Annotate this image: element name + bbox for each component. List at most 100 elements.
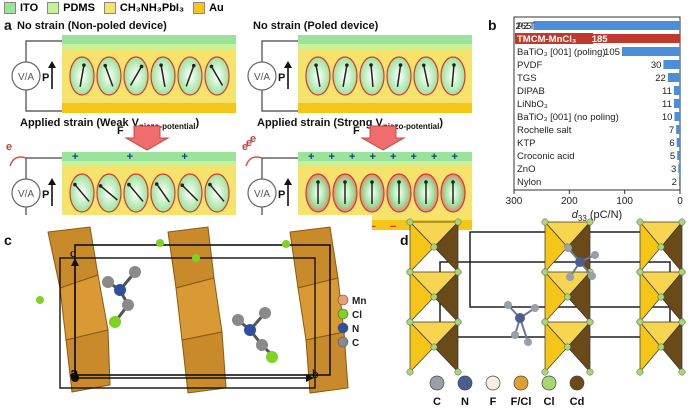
dipole-arrow [104,65,114,87]
negative-charge: − [431,221,437,233]
ligand-atom [541,318,549,326]
legend-atom [337,294,349,306]
octahedron-face [544,271,568,323]
dipole [69,56,95,96]
dipole [386,173,412,213]
ligand-atom [678,318,686,326]
octahedron-face [409,221,435,273]
value-label: 7 [669,125,674,136]
panel-a-letter: a [4,17,12,33]
p-label: P [42,72,49,84]
negative-charge: − [181,221,187,233]
bar [621,47,680,56]
circuit-wire [261,157,298,229]
bar [678,177,680,186]
bar [577,34,680,43]
ligand-atom [657,243,665,251]
dipole-arrow [209,184,225,202]
dipole [440,56,466,96]
legend-atom-label: F [490,396,497,408]
category-label: PVDF [517,60,543,71]
ligand-atom [678,368,686,376]
ligand-atom [430,343,438,351]
dipole-arrow [185,65,195,87]
ligand-atom [586,318,594,326]
octahedron-face [544,221,568,273]
dipole-arrow [181,184,199,202]
electron-label: e [6,141,12,153]
ligand-atom [678,318,686,326]
bar [676,125,680,134]
au-layer [298,220,472,230]
caption-top-left: No strain (Non-poled device) [17,20,167,32]
au-layer [62,103,236,113]
positive-charge: + [431,151,437,163]
arrow-tip [316,180,320,184]
arrow-tip [451,180,455,184]
ligand-atom [406,268,414,276]
arrowhead [48,61,56,68]
negative-charge: − [370,221,376,233]
octahedron-face [567,221,591,273]
bar [678,164,680,173]
ligand-atom [541,368,549,376]
arrow-tip [127,182,131,187]
material-legend: ITO PDMS CH₃NH₃PbI₃ Au [4,2,224,14]
electron-label: e [242,141,248,153]
arrow-tip [180,183,185,188]
ligand-atom [406,318,414,326]
ligand-atom [454,268,462,276]
ito-layer [298,152,472,161]
positive-charge: + [308,151,314,163]
arrow-tip [82,63,86,67]
positive-charge: + [329,151,335,163]
dipole [332,173,358,213]
dipole-arrow [79,65,85,87]
perovskite-swatch [103,2,116,14]
meter-circle [247,178,277,208]
value-label: 6 [669,138,674,149]
dipole-arrow [128,184,144,202]
arrow-tip [345,63,349,67]
ligand-atom [636,318,644,326]
octahedron-face [639,271,662,323]
perovskite-layer [62,166,236,220]
value-label: 105 [604,47,620,58]
dipole-arrow [315,65,321,87]
dipole [413,173,439,213]
legend-atom-label: F/Cl [511,396,532,408]
dipole [332,56,358,96]
category-label: Croconic acid [517,151,575,162]
legend-atom-label: Cd [570,396,585,408]
legend-atom-label: Cl [544,396,555,408]
category-label: DIPAB [517,86,545,97]
perovskite-layer [298,166,472,220]
p-label: P [278,189,285,201]
category-label: TGS [517,73,537,84]
ligand-atom [406,268,414,276]
value-label: 11 [662,86,672,97]
dipole [96,173,122,213]
octahedron-face [544,321,591,348]
dipole-arrow [422,65,430,87]
octahedron-face [639,221,683,248]
category-label: BaTiO₃ [001] (no poling) [517,112,619,123]
arrowhead [284,61,292,68]
value-label: 30 [651,60,662,71]
octahedron-face [639,221,662,273]
ligand-atom [454,218,462,226]
category-label: PZT [517,21,535,32]
dipole-arrow [100,185,118,201]
dipole-arrow [210,66,224,86]
negative-charge: − [452,221,458,233]
ligand-atom [586,318,594,326]
octahedron-face [409,321,459,348]
dipole-arrow [129,66,143,86]
dipole [177,173,203,213]
octahedron-face [433,321,459,373]
